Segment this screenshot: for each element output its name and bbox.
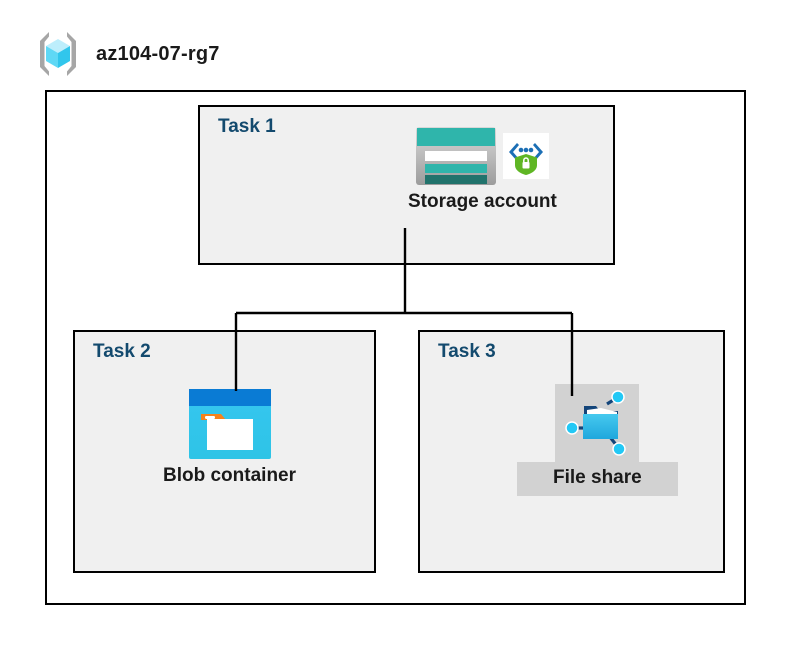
storage-account-caption: Storage account — [408, 191, 557, 212]
task-1-box[interactable]: Task 1 — [198, 105, 615, 265]
storage-account-node[interactable]: Storage account — [408, 125, 557, 213]
file-share-caption: File share — [553, 467, 642, 488]
task-1-label: Task 1 — [218, 116, 276, 137]
storage-account-icon — [415, 125, 497, 187]
file-share-caption-highlight: File share — [517, 462, 678, 496]
storage-icon-row — [415, 125, 550, 187]
secure-endpoint-shield-icon — [503, 125, 550, 179]
file-share-node[interactable]: File share — [517, 384, 678, 496]
blob-container-caption: Blob container — [163, 465, 297, 486]
resource-group-header: az104-07-rg7 — [32, 28, 220, 80]
file-share-selection-highlight — [555, 384, 640, 462]
file-share-folder-icon — [563, 390, 631, 458]
blob-container-icon — [187, 387, 273, 461]
task-2-box[interactable]: Task 2 Blob container — [73, 330, 376, 573]
task-2-label: Task 2 — [93, 341, 151, 362]
resource-group-cube-icon — [32, 28, 84, 80]
task-3-box[interactable]: Task 3 — [418, 330, 725, 573]
blob-container-node[interactable]: Blob container — [163, 387, 296, 487]
resource-group-name: az104-07-rg7 — [96, 42, 220, 65]
task-3-label: Task 3 — [438, 341, 496, 362]
